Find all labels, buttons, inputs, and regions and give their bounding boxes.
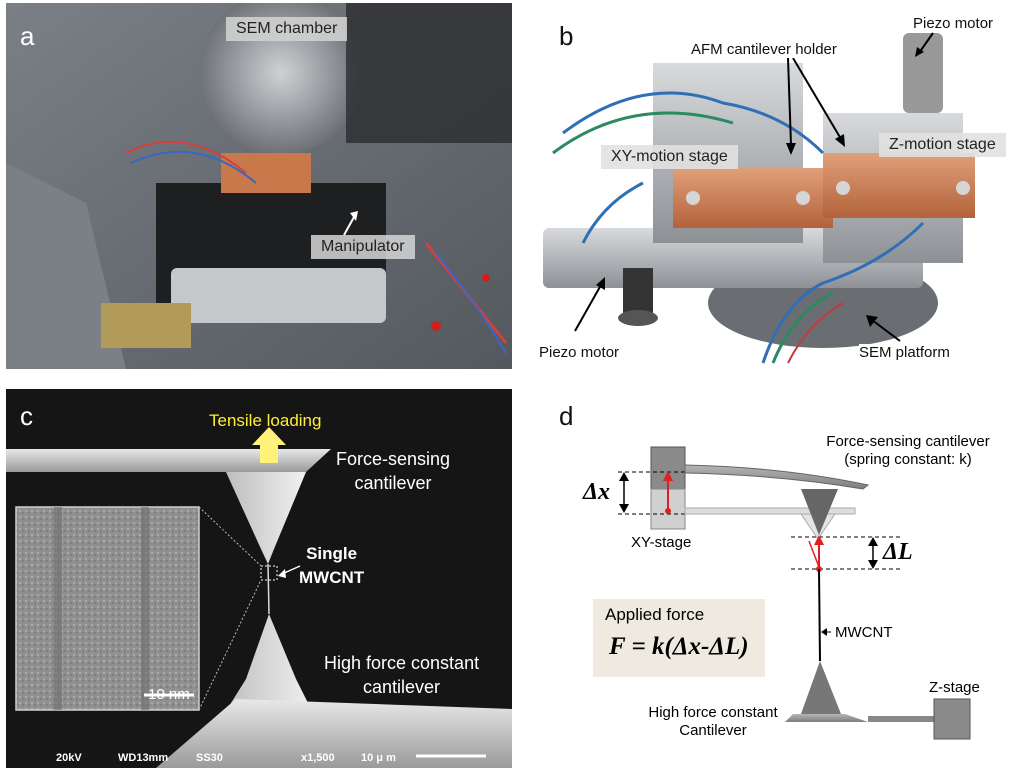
piezo-motor-top-label: Piezo motor [913, 15, 994, 32]
sem-kv: 20kV [56, 752, 82, 764]
z-stage-label: Z-motion stage [879, 133, 1006, 157]
force-sensing-label: Force-sensing cantilever (spring constan… [813, 433, 1003, 469]
force-sensing-cantilever-label: Force-sensing cantilever [336, 447, 450, 495]
single-line2: MWCNT [299, 568, 365, 587]
sem-ss: SS30 [196, 752, 223, 764]
manipulator-label: Manipulator [311, 235, 415, 259]
sem-chamber-photo [6, 3, 512, 369]
force-sensing-d-line2: (spring constant: k) [844, 451, 972, 468]
sem-scale: 10 μ m [361, 752, 396, 764]
xy-stage-d-label: XY-stage [631, 534, 692, 551]
sem-platform-label: SEM platform [859, 344, 950, 361]
z-stage-d-label: Z-stage [929, 679, 980, 696]
force-sensing-line1: Force-sensing [336, 449, 451, 469]
panel-b-letter: b [559, 21, 574, 51]
single-mwcnt-label: Single MWCNT [299, 542, 364, 590]
piezo-motor-bottom-label: Piezo motor [539, 344, 620, 361]
high-force-cantilever-label: High force constant cantilever [324, 651, 479, 699]
high-force-d-label: High force constant Cantilever [628, 704, 798, 740]
tensile-loading-label: Tensile loading [209, 411, 322, 430]
cantilever-sem-graphic [6, 427, 512, 768]
panel-c-letter: c [20, 401, 33, 431]
force-sensing-line2: cantilever [354, 473, 432, 493]
high-force-d-line2: Cantilever [679, 722, 747, 739]
xy-stage-label: XY-motion stage [601, 145, 738, 169]
panel-a-letter: a [20, 21, 35, 51]
sem-footer: 20kV WD13mm SS30 x1,500 10 μ m [6, 747, 512, 768]
high-force-line2: cantilever [363, 677, 441, 697]
afm-holder-label: AFM cantilever holder [691, 41, 837, 58]
panel-d-letter: d [559, 401, 574, 431]
sem-chamber-label: SEM chamber [226, 17, 348, 41]
force-formula: F = k(Δx-ΔL) [609, 633, 749, 660]
panel-a-photo: a SEM chamber Manipulator [6, 3, 512, 369]
manipulator-pointer [343, 211, 358, 236]
delta-l-label: ΔL [883, 539, 913, 565]
panel-c-sem-image: c Tensile loading Force-sensing cantilev… [6, 389, 512, 768]
mwcnt-d-label: MWCNT [835, 624, 893, 641]
force-sensing-d-line1: Force-sensing cantilever [826, 433, 990, 450]
sem-mag: x1,500 [301, 752, 335, 764]
high-force-d-line1: High force constant [648, 704, 778, 721]
single-line1: Single [306, 544, 358, 563]
applied-force-label: Applied force [605, 605, 705, 624]
inset-scale-label: 10 nm [148, 686, 190, 703]
tensile-test-diagram [593, 446, 971, 740]
high-force-line1: High force constant [324, 653, 480, 673]
sem-wd: WD13mm [118, 752, 169, 764]
panel-d-schematic: d Force-sensing cantilever (spring const… [523, 389, 1024, 768]
panel-b-photo: b Piezo motor AFM cantilever holder XY-m… [523, 3, 1024, 369]
delta-x-label: Δx [583, 479, 611, 505]
